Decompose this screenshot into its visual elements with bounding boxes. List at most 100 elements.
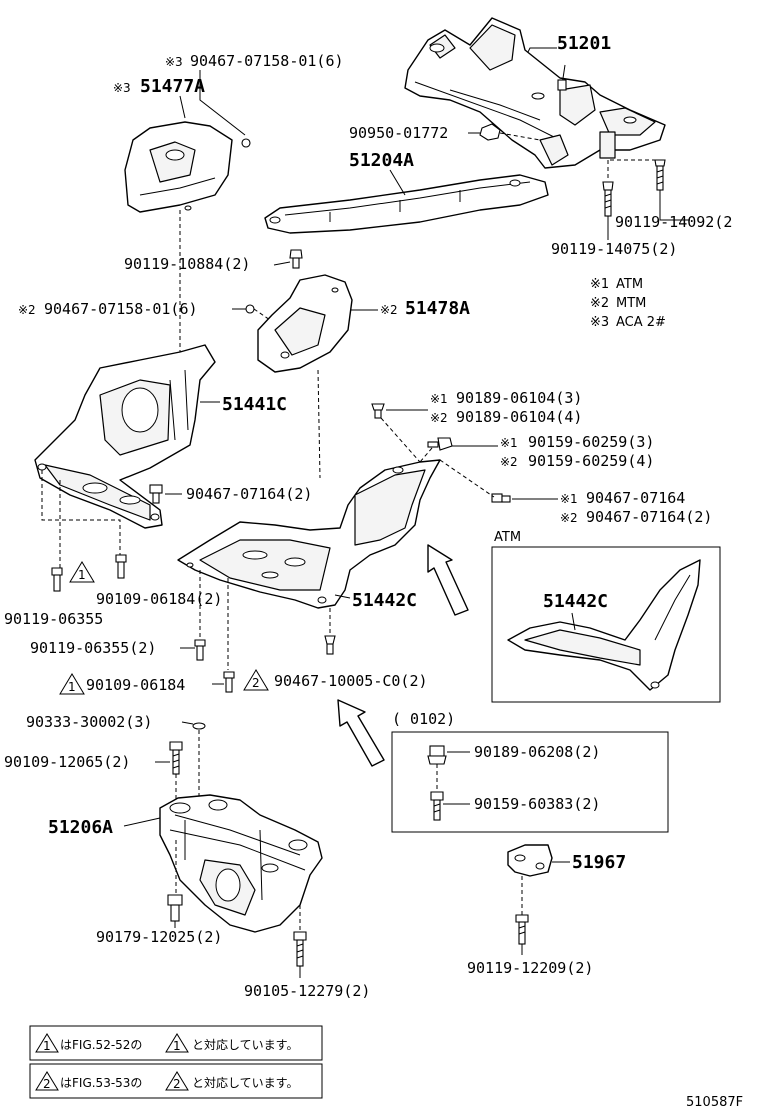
part-number-90159-60383: 90159-60383(2) xyxy=(474,795,600,813)
part-number-90950-01772: 90950-01772 xyxy=(349,124,448,142)
part-number-90179-12025: 90179-12025(2) xyxy=(96,928,222,946)
part-number-51441C: 51441C xyxy=(222,394,287,415)
mark-51477A: ※3 xyxy=(113,81,131,95)
mark-90467-07158-b: ※2 xyxy=(18,303,36,317)
part-number-51204A: 51204A xyxy=(349,150,414,171)
legend-mark-1: ※1 xyxy=(590,277,609,292)
part-number-90109-12065: 90109-12065(2) xyxy=(4,753,130,771)
legend-text-3: ACA 2# xyxy=(616,315,666,330)
ref-triangle-1-b xyxy=(59,673,85,695)
note-box-1 xyxy=(29,1025,323,1061)
ref-triangle-1-b-num: 1 xyxy=(68,680,76,694)
part-number-51442C-atm: 51442C xyxy=(543,591,608,612)
mark-90159-60259-2: ※2 xyxy=(500,455,518,469)
part-number-51206A: 51206A xyxy=(48,817,113,838)
part-number-90109-06184-a: 90109-06184(2) xyxy=(96,590,222,608)
range-label: ( 0102) xyxy=(392,710,455,728)
part-number-90159-60259-1: 90159-60259(3) xyxy=(528,433,654,451)
bolt-90467-10005-drawing xyxy=(324,635,336,655)
bolt-90109-06184-a-drawing xyxy=(115,554,127,579)
part-number-90119-06355-b: 90119-06355(2) xyxy=(30,639,156,657)
bracket-51967-drawing xyxy=(507,844,553,877)
ref-triangle-1-a xyxy=(69,561,95,583)
direction-arrow-lower xyxy=(337,699,385,767)
part-number-51477A: 51477A xyxy=(140,76,205,97)
note-1-triangle xyxy=(35,1033,59,1053)
nut-90189-06208-drawing xyxy=(427,745,447,765)
bolt-90119-10884-drawing xyxy=(289,249,303,269)
range-detail-box xyxy=(391,731,669,833)
bracket-51477A-drawing xyxy=(124,121,233,213)
part-number-90467-10005: 90467-10005-C0(2) xyxy=(274,672,428,690)
clip-90467-07164-drawing xyxy=(149,484,163,504)
bolt-90119-14075-drawing xyxy=(602,160,614,217)
cover-51441C-drawing xyxy=(34,344,216,529)
note-2-triangle-b xyxy=(165,1071,189,1091)
part-number-51967: 51967 xyxy=(572,852,626,873)
cover-51478A-drawing xyxy=(257,274,353,373)
note-2-num-b: 2 xyxy=(173,1077,181,1091)
bolt-90119-06355-b-drawing xyxy=(194,639,206,661)
mark-90467-07158-a: ※3 xyxy=(165,55,183,69)
part-number-90159-60259-2: 90159-60259(4) xyxy=(528,452,654,470)
note-1-text-a: はFIG.52-52の xyxy=(60,1038,142,1052)
part-number-90467-07164-2: 90467-07164(2) xyxy=(586,508,712,526)
figure-id: 510587F xyxy=(686,1095,743,1110)
part-number-90467-07164-1: 90467-07164 xyxy=(586,489,685,507)
part-number-90119-14075: 90119-14075(2) xyxy=(551,240,677,258)
legend-mark-3: ※3 xyxy=(590,315,609,330)
bolt-90159-60383-drawing xyxy=(430,791,444,821)
part-number-90119-12209: 90119-12209(2) xyxy=(467,959,593,977)
part-number-90189-06104-2: 90189-06104(4) xyxy=(456,408,582,426)
note-2-text-a: はFIG.53-53の xyxy=(60,1076,142,1090)
member-51206A-drawing xyxy=(159,794,323,933)
part-number-51478A: 51478A xyxy=(405,298,470,319)
atm-detail-box xyxy=(491,546,721,703)
part-number-51201: 51201 xyxy=(557,33,611,54)
note-2-triangle xyxy=(35,1071,59,1091)
note-1-triangle-b xyxy=(165,1033,189,1053)
mark-51478A: ※2 xyxy=(380,303,398,317)
part-number-90467-07158-a: 90467-07158-01(6) xyxy=(190,52,344,70)
mark-90189-06104-1: ※1 xyxy=(430,392,448,406)
mark-90159-60259-1: ※1 xyxy=(500,436,518,450)
bolt-90109-06184-b-drawing xyxy=(223,671,235,693)
part-number-90119-14092: 90119-14092(2 xyxy=(615,213,732,231)
bolt-90119-12209-drawing xyxy=(515,914,529,945)
note-2-text-b: と対応しています。 xyxy=(192,1076,298,1090)
clip-90467-07164-right-drawing xyxy=(491,493,511,503)
part-number-90467-07164-c: 90467-07164(2) xyxy=(186,485,312,503)
mark-90467-07164-2: ※2 xyxy=(560,511,578,525)
bolt-90119-06355-a-drawing xyxy=(51,567,63,592)
direction-arrow-upper xyxy=(427,544,469,616)
part-number-90189-06104-1: 90189-06104(3) xyxy=(456,389,582,407)
note-box-2 xyxy=(29,1063,323,1099)
part-number-90119-06355-a: 90119-06355 xyxy=(4,610,103,628)
bolt-90105-12279-drawing xyxy=(293,931,307,967)
bolt-90109-12065-drawing xyxy=(169,741,183,775)
cover-51442C-drawing xyxy=(177,459,441,609)
crossmember-51201-drawing xyxy=(404,17,666,169)
note-1-num-b: 1 xyxy=(173,1039,181,1053)
ref-triangle-1-a-num: 1 xyxy=(78,568,86,582)
note-2-num: 2 xyxy=(43,1077,51,1091)
bolt-90179-12025-drawing xyxy=(167,894,183,922)
member-51204A-drawing xyxy=(264,174,549,234)
part-number-90333-30002: 90333-30002(3) xyxy=(26,713,152,731)
note-1-text-b: と対応しています。 xyxy=(192,1038,298,1052)
part-number-90105-12279: 90105-12279(2) xyxy=(244,982,370,1000)
part-number-90109-06184-b: 90109-06184 xyxy=(86,676,185,694)
legend-text-2: MTM xyxy=(616,296,646,311)
note-1-num: 1 xyxy=(43,1039,51,1053)
mark-90189-06104-2: ※2 xyxy=(430,411,448,425)
part-number-51442C: 51442C xyxy=(352,590,417,611)
atm-box-label: ATM xyxy=(494,530,521,545)
bolt-90119-14092-drawing xyxy=(610,159,666,191)
part-number-90119-10884: 90119-10884(2) xyxy=(124,255,250,273)
part-number-90189-06208: 90189-06208(2) xyxy=(474,743,600,761)
clip-90189-06104-drawing xyxy=(371,403,385,419)
legend-mark-2: ※2 xyxy=(590,296,609,311)
legend-text-1: ATM xyxy=(616,277,643,292)
ref-triangle-2-a xyxy=(243,669,269,691)
ref-triangle-2-a-num: 2 xyxy=(252,676,260,690)
